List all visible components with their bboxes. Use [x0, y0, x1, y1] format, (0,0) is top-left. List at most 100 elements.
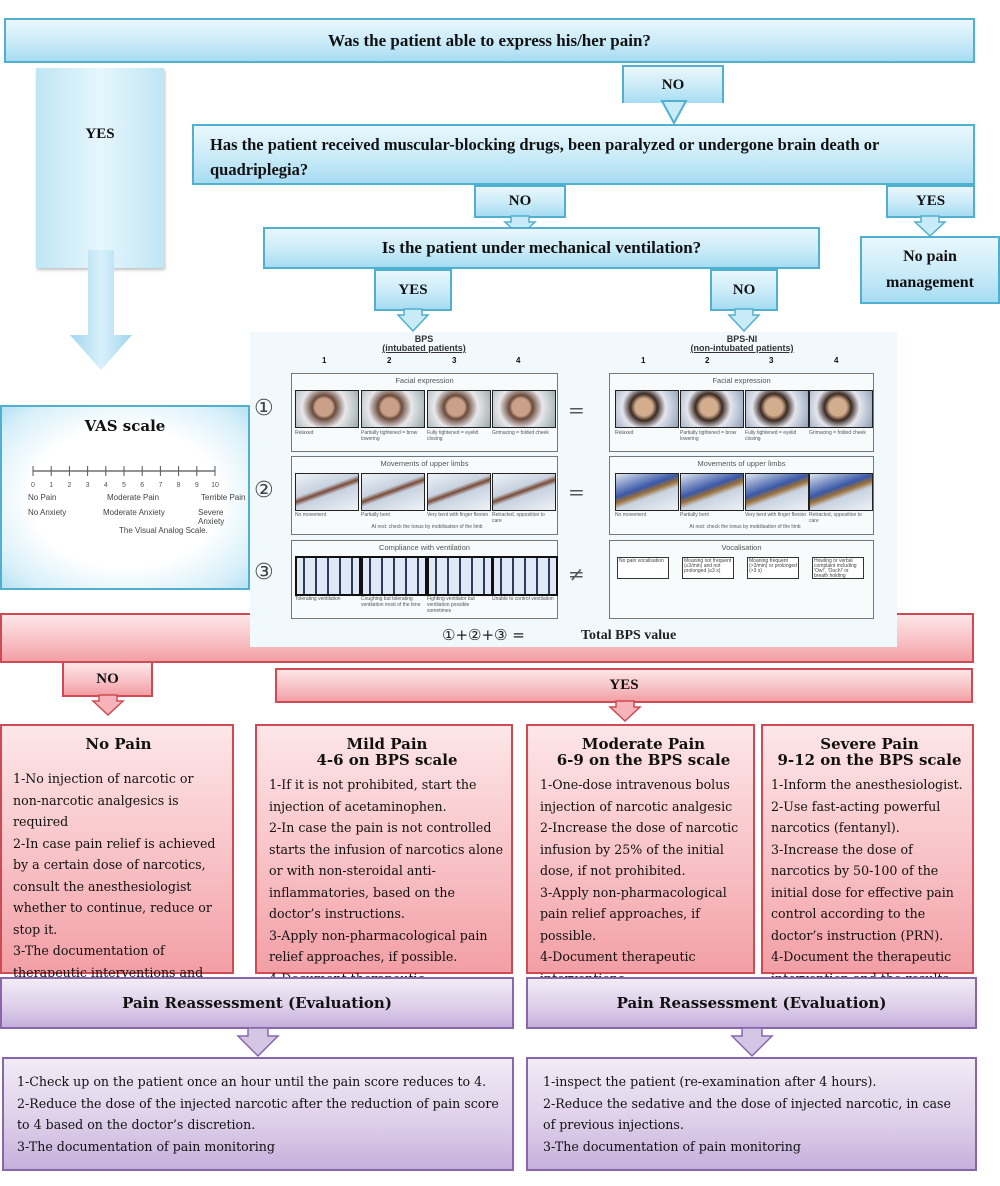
- row-number-3: ③: [254, 560, 274, 585]
- vas-tick-label: 0: [31, 482, 35, 489]
- card-title: Moderate Pain 6-9 on the BPS scale: [540, 736, 747, 768]
- yes-arrow-express-pain: YES: [36, 68, 164, 268]
- arrow-down-icon: [236, 1027, 280, 1058]
- reassessment-title: Pain Reassessment (Evaluation): [616, 994, 887, 1012]
- caption: Relaxed: [615, 430, 634, 436]
- vas-tick-label: 8: [177, 482, 181, 489]
- ventilator-thumbnail: [427, 556, 493, 596]
- caption: Grimacing = folded cheek: [492, 430, 549, 436]
- card-title-line: Mild Pain: [346, 735, 428, 753]
- face-thumbnail: [361, 390, 425, 428]
- face-thumbnail: [680, 390, 744, 428]
- caption: Fighting ventilator but ventilation poss…: [427, 596, 475, 614]
- card-item: 1-If it is not prohibited, start the inj…: [269, 777, 477, 814]
- card-subtitle: 9-12 on the BPS scale: [777, 751, 962, 769]
- limb-thumbnail: [745, 473, 809, 511]
- caption: Relaxed: [295, 430, 314, 436]
- face-thumbnail: [615, 390, 679, 428]
- card-title: Severe Pain 9-12 on the BPS scale: [771, 736, 968, 768]
- panel-title: Compliance with ventilation: [379, 543, 470, 552]
- card-subtitle: 4-6 on BPS scale: [316, 751, 458, 769]
- reassessment-header-right: Pain Reassessment (Evaluation): [526, 977, 977, 1029]
- caption: Very bent with finger flexion: [745, 512, 807, 518]
- question-express-pain-text: Was the patient able to express his/her …: [328, 30, 651, 50]
- vas-moderate-pain: Moderate Pain: [107, 493, 160, 502]
- ventilator-thumbnail: [492, 556, 558, 596]
- reassessment-item: 2-Reduce the sedative and the dose of in…: [543, 1095, 951, 1133]
- note: At rest: check the tonus by mobilisation…: [371, 524, 483, 530]
- bps-score-2: 2: [387, 356, 392, 365]
- reassessment-item: 3-The documentation of pain monitoring: [17, 1138, 275, 1154]
- yes-text: YES: [609, 677, 639, 693]
- speech-bubble: Moaning not frequent (≤3/min) and not pr…: [682, 557, 734, 579]
- row-number-1: ①: [254, 396, 274, 421]
- no-pain-management-box: No pain management: [860, 236, 1000, 304]
- caption: Partially bent: [361, 512, 390, 518]
- bps-ni-score-4: 4: [834, 356, 839, 365]
- bps-title: BPS: [414, 334, 434, 344]
- bps-ni-score-2: 2: [705, 356, 710, 365]
- card-item: 3-Increase the dose of narcotics by 50-1…: [771, 841, 954, 943]
- question-muscle-blocking-text: Has the patient received muscular-blocki…: [210, 135, 880, 179]
- card-title-line: Moderate Pain: [581, 735, 706, 753]
- panel-title: Movements of upper limbs: [697, 459, 786, 468]
- vas-tick-label: 9: [195, 482, 199, 489]
- vas-moderate-anxiety: Moderate Anxiety: [103, 508, 165, 517]
- card-title: Mild Pain 4-6 on BPS scale: [269, 736, 505, 768]
- bps-score-4: 4: [516, 356, 521, 365]
- arrow-down-icon: [608, 700, 642, 723]
- card-item: 2-Increase the dose of narcotic infusion…: [540, 820, 739, 878]
- vas-tick-label: 4: [104, 482, 108, 489]
- limb-thumbnail: [361, 473, 425, 511]
- bps-ni-upper-limbs-panel: Movements of upper limbs No movement Par…: [609, 456, 874, 535]
- card-item: 2-In case the pain is not controlled sta…: [269, 820, 504, 921]
- card-item: 1-No injection of narcotic or non-narcot…: [13, 771, 194, 829]
- reassessment-title: Pain Reassessment (Evaluation): [122, 994, 392, 1012]
- vas-tick-label: 6: [140, 482, 144, 489]
- bps-facial-expression-panel: Facial expression Relaxed Partially tigh…: [291, 373, 558, 452]
- card-no-pain: No Pain 1-No injection of narcotic or no…: [0, 724, 234, 1001]
- card-item: 2-Use fast-acting powerful narcotics (fe…: [771, 798, 941, 836]
- no-text: NO: [661, 76, 685, 93]
- no-label-q3: NO: [710, 269, 778, 311]
- card-item: 1-Inform the anesthesiologist.: [771, 777, 963, 792]
- card-title-line: Severe Pain: [820, 735, 919, 753]
- question-express-pain: Was the patient able to express his/her …: [4, 18, 975, 63]
- no-label-q2: NO: [474, 185, 566, 218]
- vas-tick-label: 1: [49, 482, 53, 489]
- vas-tick-label: 2: [67, 482, 71, 489]
- vas-terrible-pain: Terrible Pain: [201, 493, 246, 502]
- speech-bubble: Moaning frequent (>3/min) or prolonged (…: [747, 557, 799, 579]
- speech-bubble: Howling or verbal complaint including 'O…: [812, 557, 864, 579]
- bps-ni-score-3: 3: [769, 356, 774, 365]
- face-thumbnail: [809, 390, 873, 428]
- down-arrow-to-vas: [70, 250, 132, 370]
- question-mechanical-ventilation: Is the patient under mechanical ventilat…: [263, 227, 820, 269]
- relation-equal: =: [568, 398, 585, 422]
- caption: No movement: [615, 512, 647, 518]
- face-thumbnail: [492, 390, 556, 428]
- speech-bubble: No pain vocalisation: [617, 557, 669, 579]
- vas-tick-label: 7: [158, 482, 162, 489]
- note: At rest: check the tonus by mobilisation…: [689, 524, 801, 530]
- arrow-down-icon: [727, 308, 761, 333]
- bps-subtitle: (intubated patients): [382, 343, 466, 353]
- caption: Fully tightened = eyelid closing: [745, 430, 797, 442]
- bps-ni-score-1: 1: [641, 356, 646, 365]
- question-mechanical-ventilation-text: Is the patient under mechanical ventilat…: [381, 238, 702, 257]
- caption: Tolerating ventilation: [295, 596, 341, 602]
- face-thumbnail: [295, 390, 359, 428]
- arrow-down-icon: [913, 215, 947, 238]
- bps-scale-figure: BPS (intubated patients) BPS-NI (non-int…: [250, 332, 897, 647]
- yes-text: YES: [915, 193, 946, 209]
- limb-thumbnail: [295, 473, 359, 511]
- question-muscle-blocking: Has the patient received muscular-blocki…: [192, 124, 975, 185]
- panel-title: Facial expression: [712, 376, 771, 385]
- bps-ni-subtitle: (non-intubated patients): [690, 343, 794, 353]
- bps-ventilation-compliance-panel: Compliance with ventilation Tolerating v…: [291, 540, 558, 619]
- limb-thumbnail: [492, 473, 556, 511]
- vas-caption: The Visual Analog Scale.: [119, 526, 208, 535]
- reassessment-item: 1-inspect the patient (re-examination af…: [543, 1074, 877, 1089]
- total-bps-value-label: Total BPS value: [581, 628, 677, 643]
- card-mild-pain: Mild Pain 4-6 on BPS scale 1-If it is no…: [255, 724, 513, 1007]
